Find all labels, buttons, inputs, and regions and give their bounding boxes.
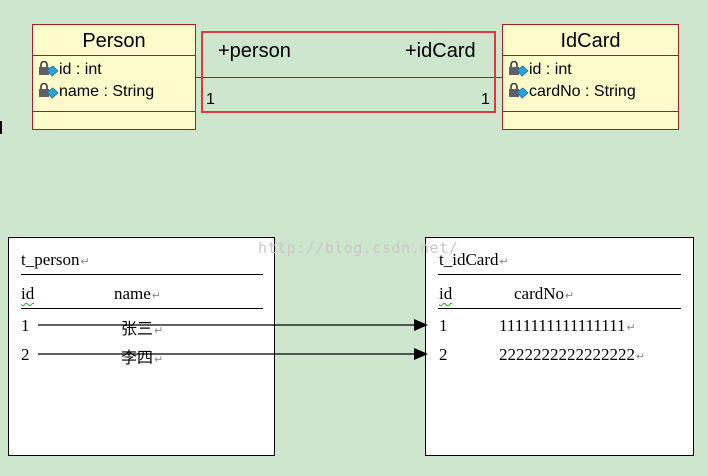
- association-role-person: +person: [218, 40, 291, 62]
- attribute-text: id : int: [59, 61, 102, 78]
- text-cursor: [0, 121, 2, 134]
- column-header: id: [21, 284, 35, 303]
- table-column-rule: [21, 308, 263, 309]
- attribute-lock-icon: [509, 61, 529, 77]
- table-cell: 1: [439, 316, 448, 335]
- foreign-key-arrow: [38, 319, 428, 331]
- table-cell: 李四↵: [121, 348, 164, 367]
- attribute-row: id : int: [33, 59, 195, 81]
- attribute-lock-icon: [509, 83, 529, 99]
- foreign-key-arrow: [38, 348, 428, 360]
- association-line: [196, 77, 502, 78]
- attribute-row: id : int: [503, 59, 678, 81]
- attribute-row: name : String: [33, 81, 195, 103]
- attribute-text: id : int: [529, 61, 572, 78]
- watermark: http://blog.csdn.net/: [258, 239, 459, 257]
- table-cell: 2222222222222222↵: [499, 345, 646, 364]
- class-idcard-title: IdCard: [503, 25, 678, 56]
- class-person: Person id : int name : String: [32, 24, 196, 130]
- association-role-idcard: +idCard: [405, 40, 476, 62]
- table-cell: 1111111111111111↵: [499, 316, 636, 335]
- attribute-lock-icon: [39, 61, 59, 77]
- table-column-rule: [438, 308, 681, 309]
- table-header-rule: [21, 274, 263, 275]
- column-header: cardNo↵: [514, 284, 575, 303]
- column-header: id: [439, 284, 453, 303]
- class-person-attributes: id : int name : String: [33, 56, 195, 112]
- table-t-idcard: t_idCard↵ id cardNo↵ 1 1111111111111111↵…: [425, 237, 694, 456]
- attribute-text: cardNo : String: [529, 83, 636, 100]
- attribute-row: cardNo : String: [503, 81, 678, 103]
- table-cell: 2: [21, 345, 30, 364]
- table-t-person: t_person↵ id name↵ 1 张三↵ 2 李四↵: [8, 237, 275, 456]
- class-person-title: Person: [33, 25, 195, 56]
- multiplicity-right: 1: [481, 91, 490, 108]
- attribute-lock-icon: [39, 83, 59, 99]
- attribute-text: name : String: [59, 83, 155, 100]
- multiplicity-left: 1: [206, 91, 215, 108]
- table-name: t_idCard↵: [439, 250, 509, 269]
- column-header: name↵: [114, 284, 162, 303]
- table-cell: 张三↵: [121, 319, 164, 338]
- class-idcard: IdCard id : int cardNo : String: [502, 24, 679, 130]
- table-cell: 2: [439, 345, 448, 364]
- table-cell: 1: [21, 316, 30, 335]
- table-header-rule: [438, 274, 681, 275]
- class-idcard-attributes: id : int cardNo : String: [503, 56, 678, 112]
- association-highlight: [201, 31, 496, 113]
- table-name: t_person↵: [21, 250, 90, 269]
